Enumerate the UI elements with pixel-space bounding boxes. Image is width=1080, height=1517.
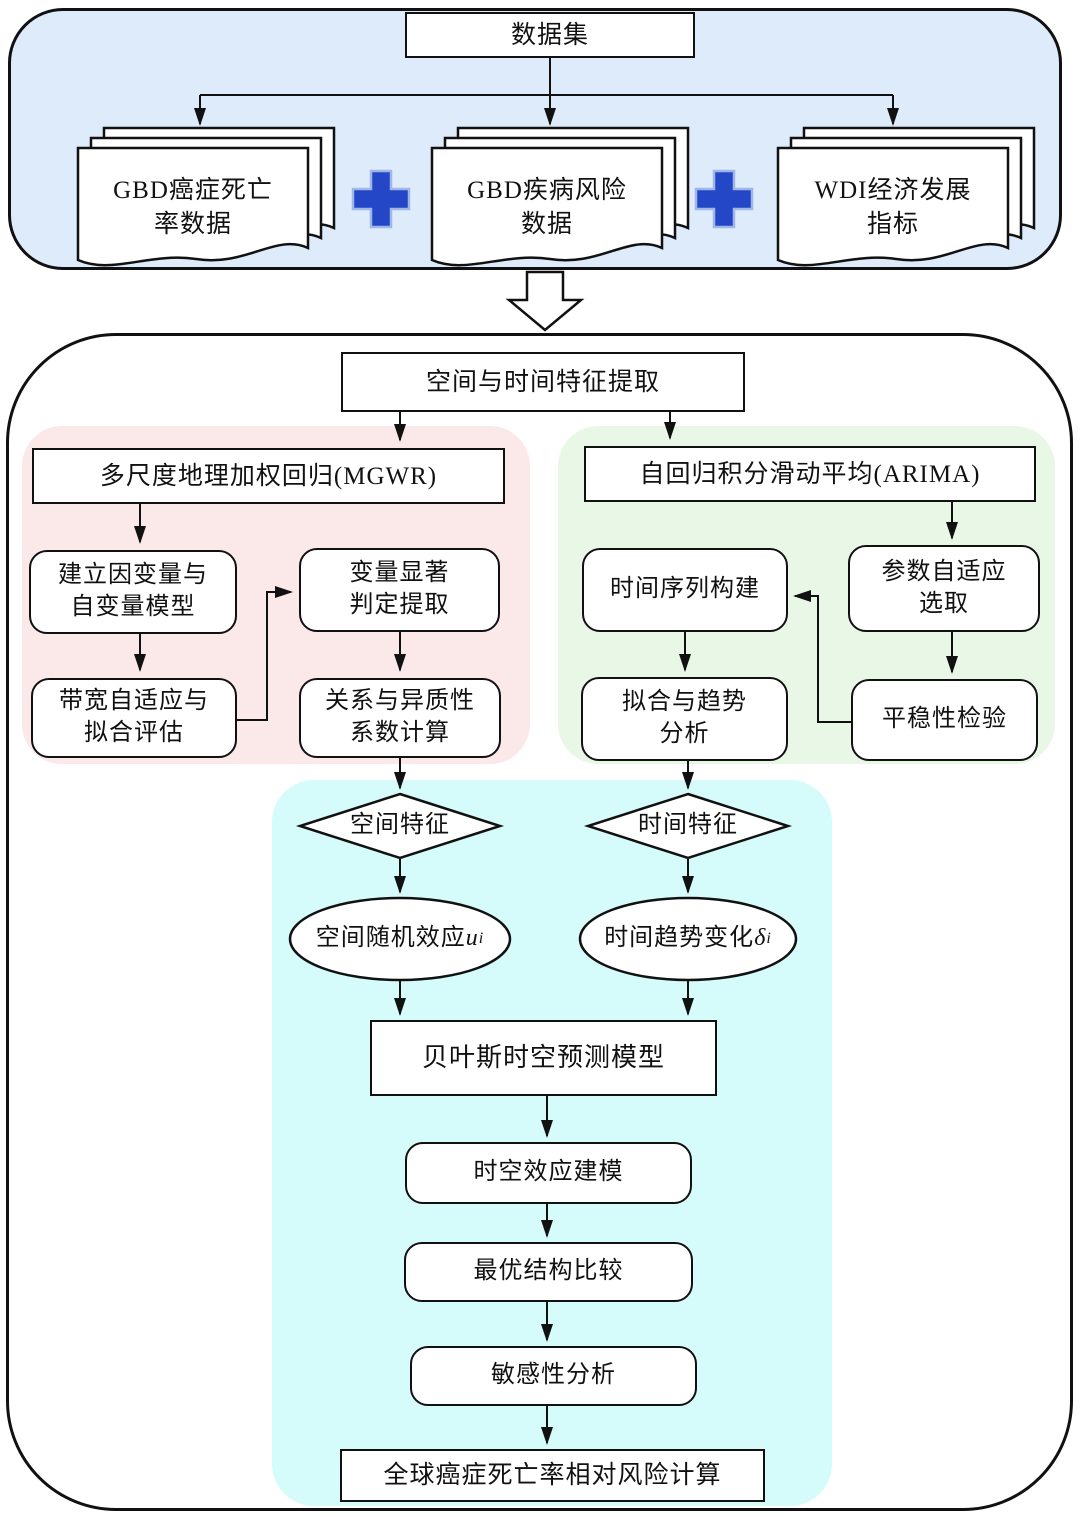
step-line: 变量显著 — [349, 560, 450, 587]
step-line: 时空效应建模 — [473, 1159, 624, 1186]
mgwr-connectors — [134, 504, 406, 790]
mgwr-step-model-box: 建立因变量与 自变量模型 — [29, 550, 237, 634]
feature-extraction-label: 空间与时间特征提取 — [425, 368, 660, 396]
step-line: 建立因变量与 — [58, 562, 208, 589]
temporal-feature-diamond-label: 时间特征 — [588, 794, 788, 858]
step-line: 关系与异质性 — [325, 688, 475, 715]
st-effect-modeling-box: 时空效应建模 — [405, 1142, 692, 1204]
step-line: 最优结构比较 — [473, 1258, 624, 1285]
doc-label-line: 率数据 — [153, 211, 232, 238]
branch-connectors — [394, 412, 676, 442]
step-line: 选取 — [919, 590, 969, 617]
down-arrow-icon — [505, 270, 585, 332]
mgwr-header-label: 多尺度地理加权回归(MGWR) — [99, 462, 438, 490]
document-sheet-icon — [76, 146, 310, 267]
doc-label-line: 数据 — [520, 211, 573, 238]
elbow-arrow — [237, 586, 293, 721]
optimal-structure-box: 最优结构比较 — [404, 1242, 693, 1302]
elbow-arrow — [793, 590, 851, 723]
arima-connectors — [679, 502, 958, 790]
step-line: 判定提取 — [349, 592, 450, 618]
document-stack-wdi — [776, 126, 1036, 267]
arima-header-label: 自回归积分滑动平均(ARIMA) — [639, 460, 981, 488]
ellipse-label-var: u — [465, 925, 479, 952]
ellipse-label-text: 时间趋势变化 — [604, 925, 755, 952]
mgwr-step-bandwidth-box: 带宽自适应与 拟合评估 — [31, 678, 237, 758]
arima-header-box: 自回归积分滑动平均(ARIMA) — [584, 446, 1036, 502]
step-line: 敏感性分析 — [491, 1362, 616, 1389]
sensitivity-analysis-box: 敏感性分析 — [410, 1346, 697, 1406]
dataset-branch-connectors — [194, 58, 899, 126]
diamond-label: 空间特征 — [350, 812, 450, 839]
step-line: 拟合与趋势 — [622, 689, 747, 716]
mgwr-step-significance-box: 变量显著 判定提取 — [299, 548, 500, 632]
global-risk-output-box: 全球癌症死亡率相对风险计算 — [340, 1449, 765, 1502]
bayes-model-label: 贝叶斯时空预测模型 — [421, 1042, 665, 1072]
doc-label-line: GBD癌症死亡 — [113, 177, 273, 205]
step-line: 带宽自适应与 — [59, 688, 209, 715]
step-line: 参数自适应 — [881, 558, 1007, 585]
document-stack-gbd-mortality — [76, 126, 336, 267]
arima-step-timeseries-box: 时间序列构建 — [582, 548, 788, 632]
ellipse-label-var: δ — [754, 925, 767, 952]
document-sheet-icon — [430, 146, 664, 267]
doc-gbd-mortality-label: GBD癌症死亡 率数据 — [78, 158, 308, 258]
step-line: 平稳性检验 — [882, 706, 1007, 733]
arima-step-stationarity-box: 平稳性检验 — [851, 679, 1038, 761]
step-line: 拟合评估 — [84, 720, 184, 746]
dataset-box-label: 数据集 — [510, 21, 589, 49]
feature-extraction-box: 空间与时间特征提取 — [341, 352, 745, 412]
spatial-feature-diamond-label: 空间特征 — [300, 794, 500, 858]
doc-gbd-risk-label: GBD疾病风险 数据 — [432, 158, 662, 258]
doc-label-line: GBD疾病风险 — [467, 177, 627, 205]
step-line: 自变量模型 — [70, 594, 196, 620]
doc-label-line: 指标 — [866, 211, 919, 238]
step-line: 时间序列构建 — [610, 576, 760, 603]
ellipse-label-text: 空间随机效应 — [315, 925, 466, 952]
plus-icon — [694, 169, 754, 229]
diamond-label: 时间特征 — [638, 812, 738, 839]
bayes-model-box: 贝叶斯时空预测模型 — [370, 1020, 717, 1096]
arima-step-trend-box: 拟合与趋势 分析 — [581, 677, 788, 761]
document-sheet-icon — [776, 146, 1010, 267]
dataset-box: 数据集 — [405, 12, 695, 58]
arima-step-parameter-box: 参数自适应 选取 — [848, 545, 1040, 632]
step-line: 系数计算 — [350, 720, 450, 746]
mgwr-step-coefficient-box: 关系与异质性 系数计算 — [299, 678, 501, 758]
mgwr-header-box: 多尺度地理加权回归(MGWR) — [32, 448, 505, 504]
document-stack-gbd-risk — [430, 126, 690, 267]
doc-label-line: WDI经济发展 — [814, 177, 972, 205]
step-line: 分析 — [659, 721, 710, 747]
ellipse-label-sub: i — [766, 929, 772, 947]
output-label: 全球癌症死亡率相对风险计算 — [383, 1462, 722, 1489]
ellipse-label-sub: i — [478, 929, 485, 947]
bayes-connectors — [394, 858, 694, 1445]
doc-wdi-label: WDI经济发展 指标 — [778, 158, 1008, 258]
plus-icon — [351, 169, 411, 229]
